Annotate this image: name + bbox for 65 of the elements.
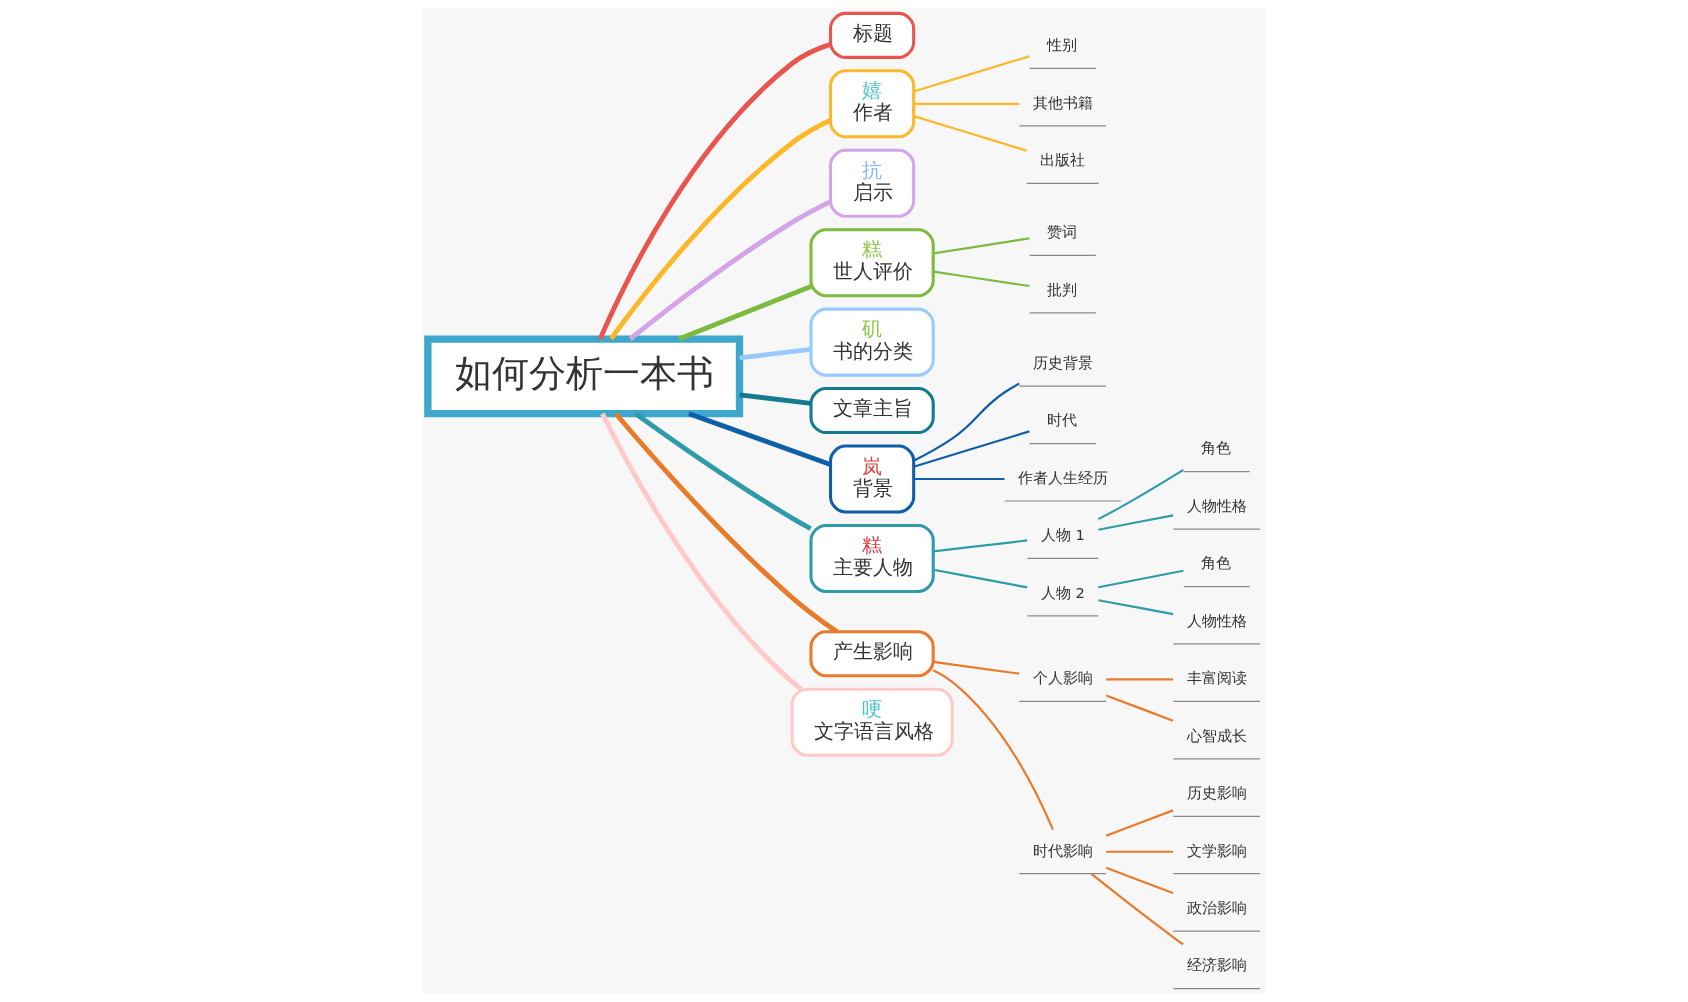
connector (628, 199, 832, 341)
connector (1098, 514, 1174, 531)
node-box: 如何分析一本书 (424, 335, 744, 418)
connector (739, 346, 812, 361)
connector (913, 102, 1020, 105)
connector (913, 382, 1020, 462)
node-text: 性别 (1047, 36, 1078, 54)
node-text: 文学影响 (1186, 841, 1247, 859)
node-text: 经济影响 (1186, 956, 1247, 974)
node-box: 标题 (829, 11, 916, 59)
node-text: 赞词 (1047, 223, 1078, 241)
node-box: 抗 启示 (829, 148, 916, 218)
node-box: 糕 主要人物 (809, 523, 935, 593)
connector (913, 430, 1030, 468)
node-box: 文章主旨 (809, 387, 935, 435)
node-text: 人物 1 (1040, 526, 1085, 544)
node-box: 矶 书的分类 (809, 307, 935, 377)
connector (913, 55, 1030, 93)
node-box: 岚 背景 (829, 444, 916, 514)
node-text: 其他书籍 (1032, 93, 1093, 111)
connector (634, 411, 812, 531)
node-box: 哽 文字语言风格 (790, 687, 954, 757)
connector (1090, 873, 1184, 946)
node-text: 历史背景 (1032, 353, 1093, 371)
node-box: 产生影响 (809, 630, 935, 678)
connector (1106, 850, 1173, 853)
node-text: 政治影响 (1186, 898, 1247, 916)
node-text: 人物性格 (1186, 496, 1247, 514)
connector (1105, 694, 1174, 722)
node-text: 出版社 (1040, 151, 1086, 169)
connector (1105, 809, 1174, 837)
connector (933, 270, 1030, 288)
connector (933, 237, 1030, 255)
connector (1105, 866, 1174, 895)
connector (933, 660, 1020, 675)
node-text: 时代影响 (1032, 841, 1093, 859)
connector (913, 115, 1027, 152)
connector (1098, 599, 1174, 616)
connector (678, 284, 812, 342)
node-text: 批判 (1047, 280, 1078, 298)
connector (1106, 678, 1173, 681)
node-text: 作者人生经历 (1018, 468, 1109, 486)
connector (597, 42, 832, 340)
connector (932, 669, 1054, 831)
connector (933, 539, 1028, 553)
node-text: 角色 (1201, 439, 1232, 457)
connector (739, 392, 812, 406)
connector (609, 118, 832, 341)
connector (600, 412, 803, 692)
connector (1098, 569, 1184, 589)
connector (933, 568, 1028, 589)
node-text: 人物性格 (1186, 611, 1247, 629)
node-box: 糕 世人评价 (809, 228, 935, 298)
connector (1097, 468, 1184, 521)
node-text: 人物 2 (1040, 583, 1085, 601)
node-text: 时代 (1047, 411, 1078, 429)
node-box: 嬉 作者 (829, 69, 916, 139)
node-text: 丰富阅读 (1186, 669, 1247, 687)
connector (913, 477, 1005, 481)
connector (614, 412, 839, 634)
node-text: 角色 (1201, 554, 1232, 572)
connector (688, 411, 832, 467)
node-text: 历史影响 (1186, 784, 1247, 802)
node-text: 心智成长 (1186, 726, 1247, 744)
node-text: 个人影响 (1032, 669, 1093, 687)
